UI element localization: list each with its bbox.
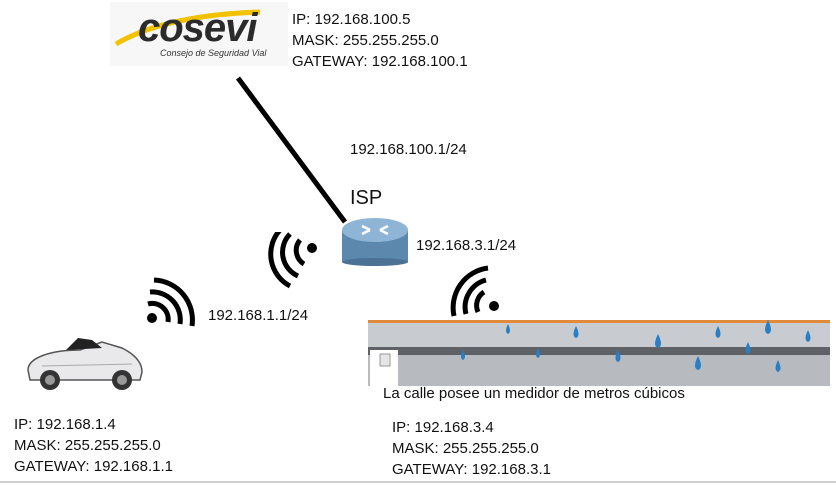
cosevi-logo (110, 2, 288, 66)
car-gateway: GATEWAY: 192.168.1.1 (14, 458, 173, 475)
logo-swoosh-icon (114, 9, 261, 47)
logo-subtitle: Consejo de Seguridad Vial (160, 48, 267, 58)
router-icon (342, 218, 408, 266)
router-label: ISP (350, 187, 383, 209)
router-lan-left-ip: 192.168.1.1/24 (208, 307, 309, 324)
wifi-icon (450, 265, 499, 317)
wifi-icon (268, 232, 317, 289)
car-image (27, 338, 143, 390)
street-gateway: GATEWAY: 192.168.3.1 (392, 461, 551, 478)
street-ip: IP: 192.168.3.4 (392, 419, 494, 436)
car-mask: MASK: 255.255.255.0 (14, 437, 161, 454)
car-ip: IP: 192.168.1.4 (14, 416, 116, 433)
street-mask: MASK: 255.255.255.0 (392, 440, 539, 457)
wifi-icon (147, 277, 195, 327)
server-ip: IP: 192.168.100.5 (292, 11, 411, 28)
router-lan-right-ip: 192.168.3.1/24 (416, 237, 517, 254)
server-gateway: GATEWAY: 192.168.100.1 (292, 53, 468, 70)
router-wan-ip: 192.168.100.1/24 (350, 141, 467, 158)
logo-text: cosevi (138, 6, 258, 50)
bottom-divider (0, 481, 836, 483)
street-image (368, 320, 830, 386)
server-mask: MASK: 255.255.255.0 (292, 32, 439, 49)
street-caption: La calle posee un medidor de metros cúbi… (383, 385, 685, 402)
server-router-link (235, 76, 348, 224)
